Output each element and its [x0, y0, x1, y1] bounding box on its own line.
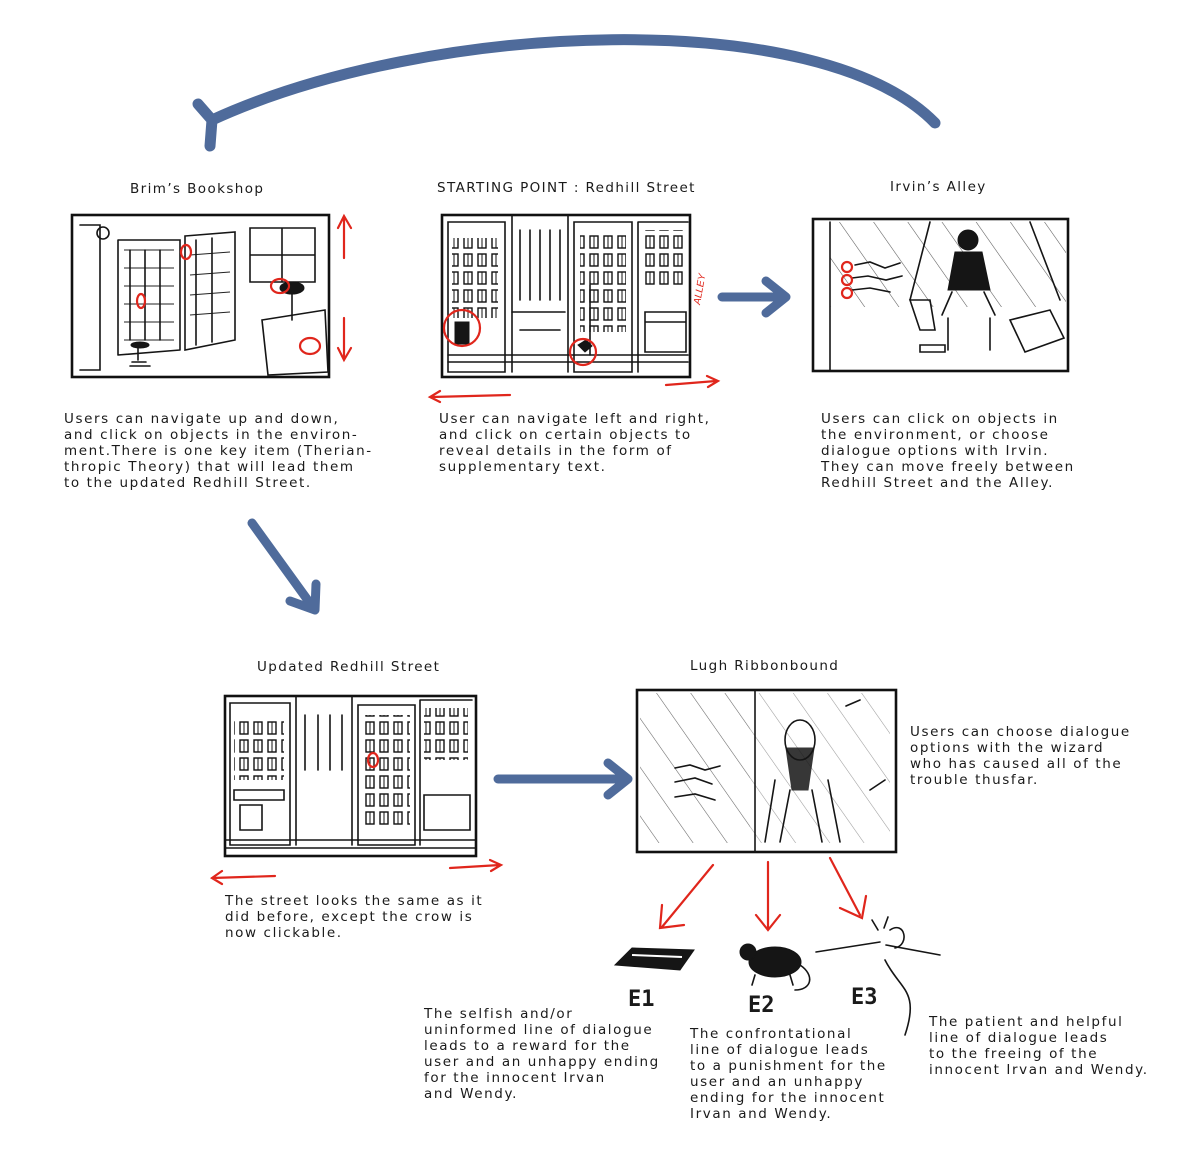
- ending-2-label: E2: [748, 993, 775, 1018]
- ending-1-label: E1: [628, 987, 655, 1012]
- arrow-bookshop-to-updated: [247, 518, 321, 615]
- bookshop-desc: Users can navigate up and down,and click…: [64, 411, 373, 491]
- panel-start-sketch: ALLEY: [427, 213, 721, 404]
- start-title: STARTING POINT : Redhill Street: [437, 180, 696, 196]
- ending-arrows: [658, 856, 868, 932]
- ending-3-label: E3: [851, 985, 878, 1010]
- updated-title: Updated Redhill Street: [257, 659, 441, 675]
- bookshop-title: Brim’s Bookshop: [130, 181, 265, 197]
- alley-sign: ALLEY: [692, 272, 709, 307]
- arrow-start-to-alley: [717, 276, 791, 318]
- alley-title: Irvin’s Alley: [890, 179, 987, 195]
- lugh-title: Lugh Ribbonbound: [690, 658, 840, 674]
- start-desc: User can navigate left and right,and cli…: [439, 411, 711, 475]
- book-icon: [613, 947, 695, 971]
- rat-icon: [739, 943, 811, 991]
- arrow-updated-to-lugh: [493, 758, 633, 800]
- irvin-figure-icon: [941, 229, 996, 351]
- broken-wand-icon: [815, 916, 941, 1036]
- loop-arrow: [192, 34, 941, 152]
- panel-lugh-sketch: [635, 688, 898, 854]
- panel-bookshop-sketch: [70, 213, 353, 379]
- panel-alley-sketch: [811, 217, 1070, 373]
- panel-updated-sketch: [209, 694, 504, 886]
- wizard-figure-icon: [764, 719, 841, 843]
